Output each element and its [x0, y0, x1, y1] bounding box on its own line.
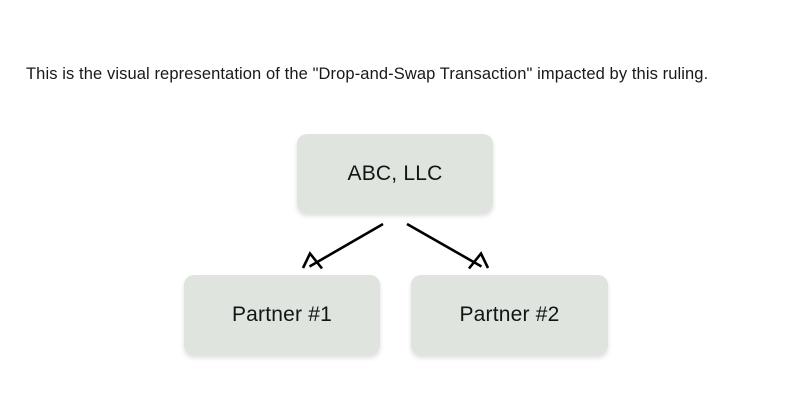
node-abc-llc[interactable]: ABC, LLC — [297, 134, 493, 213]
arrow-abc-to-partner-2 — [406, 222, 490, 270]
node-partner-2-label: Partner #2 — [459, 303, 560, 326]
arrow-abc-to-partner-1 — [301, 222, 384, 270]
node-partner-1[interactable]: Partner #1 — [184, 275, 380, 355]
node-partner-1-label: Partner #1 — [231, 303, 333, 326]
node-partner-2[interactable]: Partner #2 — [411, 275, 608, 355]
node-abc-llc-label: ABC, LLC — [347, 161, 443, 185]
page-caption: This is the visual representation of the… — [26, 65, 709, 83]
